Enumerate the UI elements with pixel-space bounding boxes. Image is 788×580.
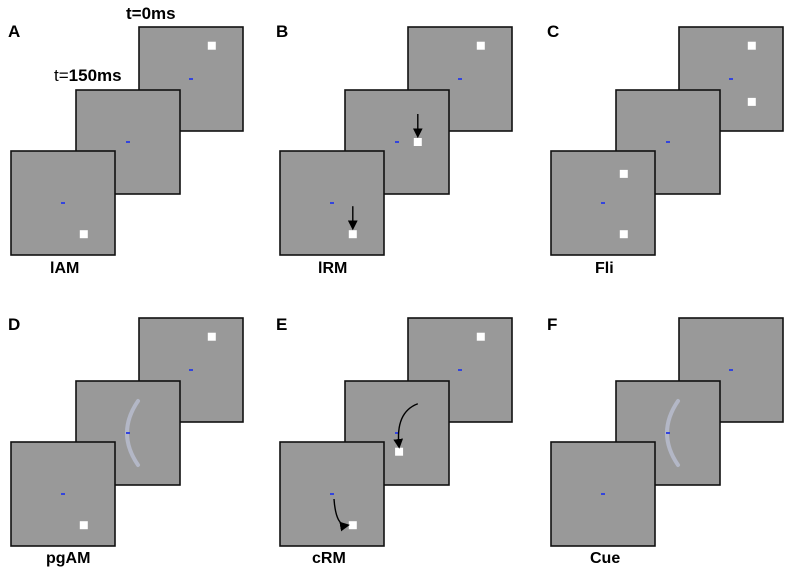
stimulus-square <box>476 41 485 50</box>
caption-c: Fli <box>595 260 614 277</box>
stimulus-square <box>413 138 422 146</box>
stimulus-square <box>395 447 404 456</box>
panel-e <box>279 317 513 547</box>
fixation-point <box>395 432 399 434</box>
stimulus-square <box>348 230 357 239</box>
stimulus-square <box>348 521 357 530</box>
panel-d <box>10 317 244 547</box>
fixation-point <box>330 493 334 495</box>
screen-bottom-f <box>550 441 656 547</box>
fixation-point <box>126 432 130 434</box>
stimulus-square <box>619 169 628 178</box>
screen-bottom-d <box>10 441 116 547</box>
caption-e: cRM <box>312 550 346 567</box>
fixation-point <box>601 202 605 204</box>
screen-bottom-c <box>550 150 656 256</box>
stimulus-square <box>79 230 88 239</box>
fixation-point <box>729 369 733 371</box>
panel-b <box>279 26 513 256</box>
fixation-point <box>458 369 462 371</box>
screen-middle-f <box>615 380 721 486</box>
stimulus-square <box>207 332 216 341</box>
screen-bottom-a <box>10 150 116 256</box>
panel-c <box>550 26 784 256</box>
caption-d: pgAM <box>46 550 91 567</box>
fixation-point <box>666 432 670 434</box>
fixation-point <box>61 202 65 204</box>
fixation-point <box>601 493 605 495</box>
panel-letter-b: B <box>276 22 289 41</box>
stimulus-square <box>476 332 485 341</box>
time-label-top: t=0ms <box>126 4 176 23</box>
fixation-point <box>126 141 130 143</box>
stimulus-square <box>79 521 88 530</box>
panel-letter-a: A <box>8 22 21 41</box>
caption-a: lAM <box>50 260 80 277</box>
panel-letter-e: E <box>276 315 288 334</box>
stimulus-square <box>747 41 756 50</box>
fixation-point <box>330 202 334 204</box>
panel-letter-c: C <box>547 22 560 41</box>
time-label-middle-value: 150ms <box>68 66 122 85</box>
fixation-point <box>666 141 670 143</box>
time-label-middle: t=150ms <box>54 66 122 86</box>
panel-a <box>10 26 244 256</box>
fixation-point <box>729 78 733 80</box>
screen-bottom-e <box>279 441 385 547</box>
fixation-point <box>189 78 193 80</box>
fixation-point <box>189 369 193 371</box>
fixation-point <box>395 141 399 143</box>
fixation-point <box>61 493 65 495</box>
panel-letter-f: F <box>547 315 558 334</box>
curved-motion-arrow <box>393 403 419 449</box>
stimulus-square <box>207 41 216 50</box>
curved-motion-arrow <box>333 498 350 532</box>
stimulus-square <box>747 97 756 106</box>
caption-f: Cue <box>590 550 621 567</box>
screen-bottom-b <box>279 150 385 256</box>
time-label-middle-prefix: t= <box>54 66 69 85</box>
panel-letter-d: D <box>8 315 21 334</box>
panel-f <box>550 317 784 547</box>
caption-b: lRM <box>318 260 348 277</box>
fixation-point <box>458 78 462 80</box>
stimulus-square <box>619 230 628 239</box>
